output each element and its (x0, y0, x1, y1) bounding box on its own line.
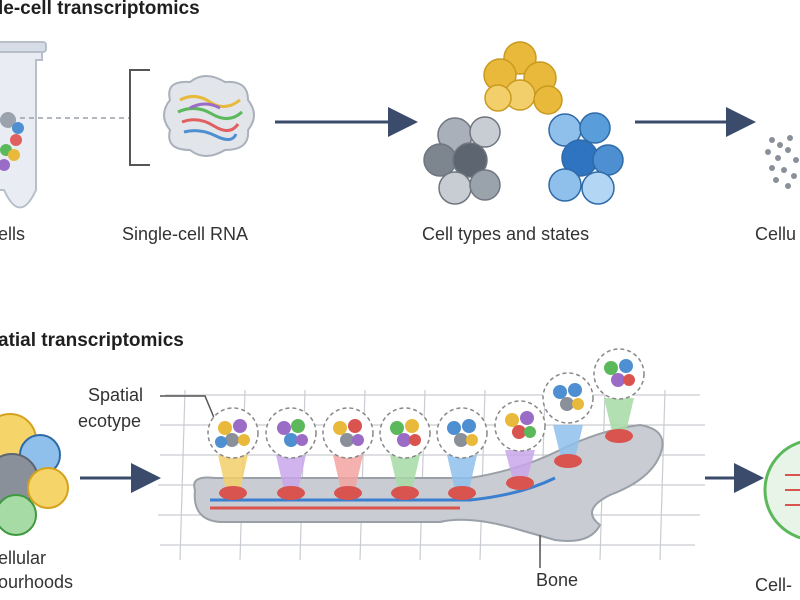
bone-label: Bone (536, 570, 579, 590)
cellular-label-top: Cellu (755, 224, 797, 244)
sample-tube (0, 41, 47, 209)
single-cell-rna-icon (163, 75, 255, 157)
ecotype-spot-4 (379, 407, 431, 500)
neighbourhoods-label: ourhoods (0, 572, 74, 592)
single-cell-heading: le-cell transcriptomics (0, 0, 200, 19)
ecotype-spot-6 (494, 400, 546, 490)
cell-types-label: Cell types and states (422, 224, 590, 244)
ecotype-spot-5 (436, 407, 488, 500)
ecotype-spot-3 (322, 407, 374, 500)
ecotype-label: ecotype (78, 411, 142, 431)
cells-label: ells (0, 224, 26, 244)
cell-label-right: Cell- (755, 575, 793, 595)
single-cell-rna-label: Single-cell RNA (122, 224, 249, 244)
cellular-dots (765, 135, 799, 189)
ecotype-spot-1 (207, 407, 259, 500)
grey-cell-cluster (423, 116, 501, 205)
ecotype-spot-2 (265, 407, 317, 500)
cellular-label-bottom: ellular (0, 548, 47, 568)
blue-cell-cluster (548, 112, 624, 205)
tissue-vessel (210, 476, 556, 502)
spatial-label: Spatial (88, 385, 144, 405)
yellow-cell-cluster (483, 41, 563, 115)
cell-right (763, 440, 800, 540)
ecotype-pointer (160, 395, 216, 421)
ecotype-spot-7 (542, 372, 594, 468)
bracket (129, 69, 150, 166)
neighbourhood-cluster (0, 413, 69, 536)
ecotype-spot-8 (593, 348, 645, 443)
spatial-heading: atial transcriptomics (0, 330, 184, 351)
